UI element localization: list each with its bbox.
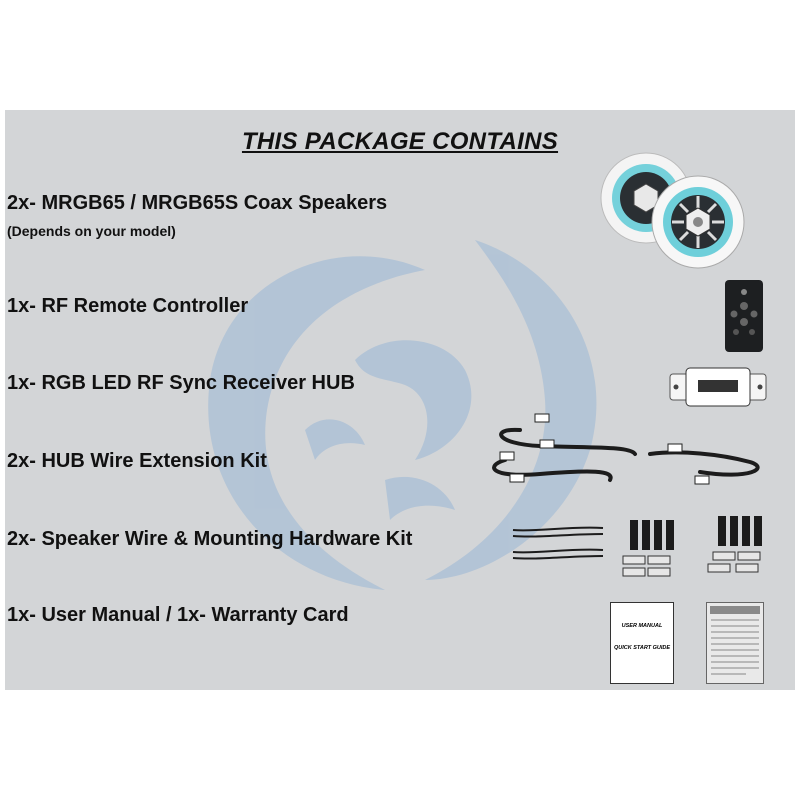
item-speakers-note: (Depends on your model) (7, 223, 176, 239)
hub-image (669, 367, 767, 407)
hardware-kit-image (512, 516, 762, 577)
item-manual-card: 1x- User Manual / 1x- Warranty Card (7, 604, 349, 626)
remote-image (725, 280, 763, 352)
item-remote: 1x- RF Remote Controller (7, 295, 249, 317)
warranty-card-image (706, 602, 764, 684)
item-speakers: 2x- MRGB65 / MRGB65S Coax Speakers (7, 192, 388, 214)
item-hub: 1x- RGB LED RF Sync Receiver HUB (7, 372, 355, 394)
manual-line-1: USER MANUAL (621, 623, 663, 629)
item-extension-kit: 2x- HUB Wire Extension Kit (7, 450, 267, 472)
speaker-image (600, 152, 745, 269)
manual-line-2: QUICK START GUIDE (613, 645, 671, 651)
page-title: THIS PACKAGE CONTAINS (241, 128, 559, 155)
item-hardware-kit: 2x- Speaker Wire & Mounting Hardware Kit (7, 528, 413, 550)
brand-watermark (208, 240, 597, 590)
user-manual-booklet: USER MANUAL QUICK START GUIDE (610, 602, 674, 684)
extension-wire-image (492, 413, 760, 485)
